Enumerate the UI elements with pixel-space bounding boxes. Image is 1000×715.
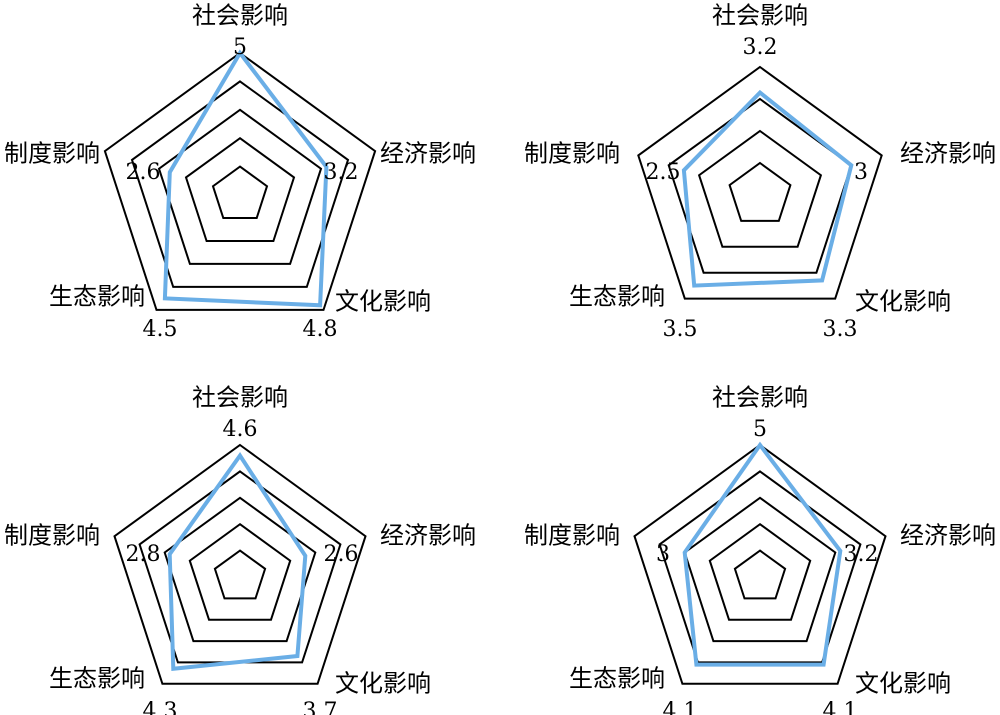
data-series-line bbox=[162, 49, 329, 308]
axis-label-2: 经济影响 bbox=[900, 140, 996, 168]
axis-label-5: 制度影响 bbox=[524, 522, 620, 550]
grid-ring-4 bbox=[637, 65, 883, 300]
value-label-3: 4.8 bbox=[303, 317, 338, 342]
value-label-2: 3 bbox=[854, 160, 868, 185]
data-series-line bbox=[167, 452, 308, 672]
value-label-1: 5 bbox=[233, 35, 247, 60]
value-label-4: 4.3 bbox=[143, 699, 178, 715]
grid-ring-4 bbox=[130, 80, 350, 288]
grid-ring-1 bbox=[211, 165, 269, 219]
value-label-5: 2.6 bbox=[126, 160, 161, 185]
axis-label-1: 社会影响 bbox=[712, 384, 808, 412]
axis-label-5: 制度影响 bbox=[4, 522, 100, 550]
grid-ring-3 bbox=[157, 108, 323, 265]
grid-ring-2 bbox=[184, 136, 296, 242]
grid-ring-5 bbox=[113, 443, 367, 685]
axis-label-2: 经济影响 bbox=[900, 522, 996, 550]
grid-ring-4 bbox=[658, 470, 862, 664]
grid-ring-5 bbox=[103, 51, 377, 311]
axis-label-4: 生态影响 bbox=[49, 283, 145, 311]
axis-label-3: 文化影响 bbox=[855, 288, 951, 316]
value-label-5: 2.8 bbox=[126, 542, 161, 567]
grid-ring-2 bbox=[697, 129, 823, 248]
grid-ring-2 bbox=[708, 522, 812, 621]
grid-ring-3 bbox=[683, 496, 837, 643]
axis-label-2: 经济影响 bbox=[380, 140, 476, 168]
grid-ring-5 bbox=[633, 443, 887, 685]
axis-label-4: 生态影响 bbox=[569, 665, 665, 693]
grid-ring-2 bbox=[188, 522, 292, 621]
value-label-4: 4.1 bbox=[663, 699, 698, 715]
axis-label-3: 文化影响 bbox=[335, 670, 431, 698]
axis-label-3: 文化影响 bbox=[855, 670, 951, 698]
grid-ring-1 bbox=[728, 161, 792, 222]
value-label-2: 3.2 bbox=[324, 160, 359, 185]
value-label-5: 3 bbox=[656, 542, 670, 567]
value-label-3: 4.1 bbox=[823, 699, 858, 715]
value-label-2: 3.2 bbox=[844, 542, 879, 567]
value-label-1: 5 bbox=[753, 417, 767, 442]
axis-label-3: 文化影响 bbox=[335, 288, 431, 316]
axis-label-5: 制度影响 bbox=[4, 140, 100, 168]
value-label-3: 3.3 bbox=[823, 317, 858, 342]
value-label-5: 2.5 bbox=[646, 160, 681, 185]
axis-label-1: 社会影响 bbox=[712, 2, 808, 30]
axis-label-4: 生态影响 bbox=[569, 283, 665, 311]
axis-label-4: 生态影响 bbox=[49, 665, 145, 693]
value-label-1: 3.2 bbox=[743, 35, 778, 60]
value-label-4: 4.5 bbox=[143, 317, 178, 342]
data-series-line bbox=[681, 89, 854, 288]
value-label-2: 2.6 bbox=[324, 542, 359, 567]
value-label-1: 4.6 bbox=[223, 417, 258, 442]
value-label-4: 3.5 bbox=[663, 317, 698, 342]
data-series-line bbox=[682, 441, 843, 667]
grid-ring-1 bbox=[213, 549, 267, 600]
axis-label-1: 社会影响 bbox=[192, 384, 288, 412]
grid-ring-1 bbox=[733, 549, 787, 600]
value-label-3: 3.7 bbox=[303, 699, 338, 715]
axis-label-5: 制度影响 bbox=[524, 140, 620, 168]
axis-label-1: 社会影响 bbox=[192, 2, 288, 30]
axis-label-2: 经济影响 bbox=[380, 522, 476, 550]
